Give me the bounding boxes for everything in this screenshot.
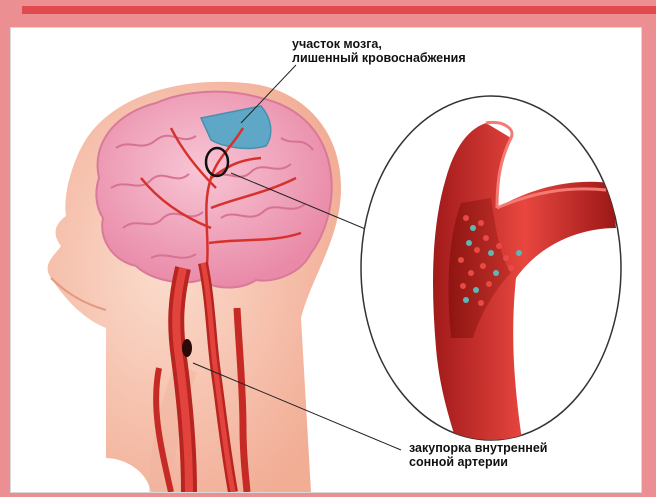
occlusion-label-line2: сонной артерии [409,455,548,469]
clot [182,339,192,357]
magnified-vessel [361,96,621,492]
brain-area-label: участок мозга, лишенный кровоснабжения [292,37,466,65]
occlusion-label-line1: закупорка внутренней [409,441,548,455]
brain-area-label-line2: лишенный кровоснабжения [292,51,466,65]
illustration-panel: участок мозга, лишенный кровоснабжения з… [10,27,642,493]
frame-top-stripe [22,6,656,14]
occlusion-label: закупорка внутренней сонной артерии [409,441,548,469]
brain [96,92,331,288]
brain-area-label-line1: участок мозга, [292,37,466,51]
stroke-illustration [11,28,641,492]
